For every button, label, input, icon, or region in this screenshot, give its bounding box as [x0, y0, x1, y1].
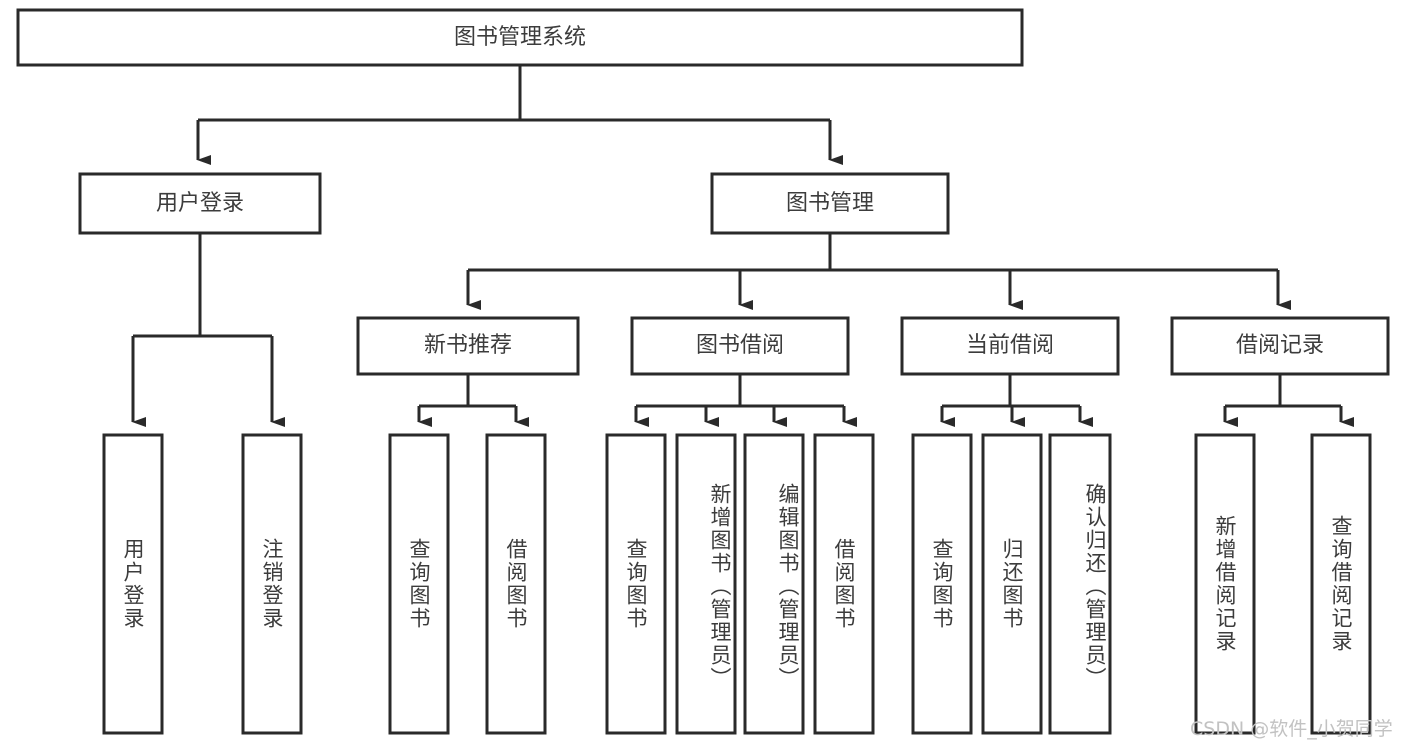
box-leaf-9[interactable]: [981, 433, 1043, 735]
box-leaf-4[interactable]: [605, 433, 667, 735]
box-leaf-7[interactable]: [813, 433, 875, 735]
box-leaf-6[interactable]: [743, 433, 805, 735]
box-user-login[interactable]: [78, 172, 322, 235]
box-leaf-10[interactable]: [1048, 433, 1112, 735]
box-leaf-2[interactable]: [388, 433, 450, 735]
box-leaf-5[interactable]: [675, 433, 737, 735]
box-current-borrow[interactable]: [900, 316, 1120, 376]
box-leaf-0[interactable]: [102, 433, 164, 735]
box-new-book-recommend[interactable]: [356, 316, 580, 376]
box-leaf-1[interactable]: [241, 433, 303, 735]
box-book-management[interactable]: [710, 172, 950, 235]
box-leaf-3[interactable]: [485, 433, 547, 735]
box-borrow-record[interactable]: [1170, 316, 1390, 376]
box-book-borrow[interactable]: [630, 316, 850, 376]
box-leaf-12[interactable]: [1310, 433, 1372, 735]
box-leaf-8[interactable]: [911, 433, 973, 735]
box-leaf-11[interactable]: [1194, 433, 1256, 735]
box-root[interactable]: [16, 8, 1024, 67]
